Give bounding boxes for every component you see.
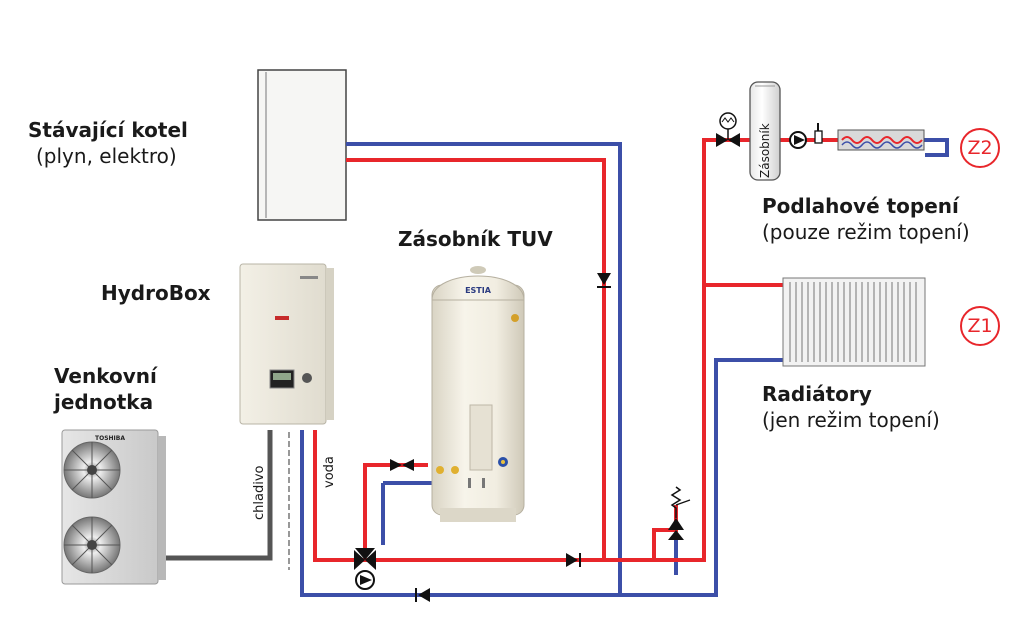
circulation-pump-floor: [789, 131, 807, 149]
three-way-valve: [354, 548, 376, 570]
boiler-title: Stávající kotel: [28, 118, 188, 142]
bypass-relief-valve: [668, 486, 691, 540]
tank-valve: [390, 459, 414, 471]
outdoor-unit-label-line2: jednotka: [54, 390, 154, 414]
hot-supply-pipes: [313, 138, 838, 562]
zone-2-marker: Z2: [960, 128, 1000, 168]
water-label: voda: [322, 456, 337, 488]
outdoor-unit-label-line1: Venkovní: [54, 364, 157, 388]
existing-boiler: [257, 69, 347, 221]
radiator-subtitle: (jen režim topení): [762, 408, 940, 432]
radiator-title: Radiátory: [762, 382, 872, 406]
floor-heating-subtitle: (pouze režim topení): [762, 220, 970, 244]
buffer-tank: [749, 81, 781, 181]
zone-1-marker: Z1: [960, 306, 1000, 346]
mixing-valve-floor: [716, 112, 740, 147]
hydrobox-label: HydroBox: [101, 281, 211, 305]
dhw-tank-label: Zásobník TUV: [398, 227, 553, 251]
tank-brand-label: ESTIA: [465, 286, 492, 295]
hydrobox-unit: [239, 263, 334, 425]
check-valve-boiler: [597, 273, 611, 288]
boiler-subtitle: (plyn, elektro): [36, 144, 177, 168]
buffer-tank-label: Zásobník: [758, 123, 772, 178]
cold-return-pipes: [300, 138, 949, 597]
refrigerant-label: chladivo: [252, 465, 267, 520]
underfloor-heating-loop: [837, 129, 925, 151]
thermostat-floor: [814, 123, 823, 144]
check-valve-return: [415, 588, 430, 602]
radiator: [782, 277, 926, 367]
outdoor-brand-label: TOSHIBA: [95, 435, 125, 442]
floor-heating-title: Podlahové topení: [762, 194, 959, 218]
outdoor-unit: [61, 429, 166, 585]
refrigerant-line: [160, 430, 290, 570]
circulation-pump-main: [355, 570, 375, 590]
dhw-tank: [431, 266, 525, 522]
check-valve-supply: [566, 553, 581, 567]
